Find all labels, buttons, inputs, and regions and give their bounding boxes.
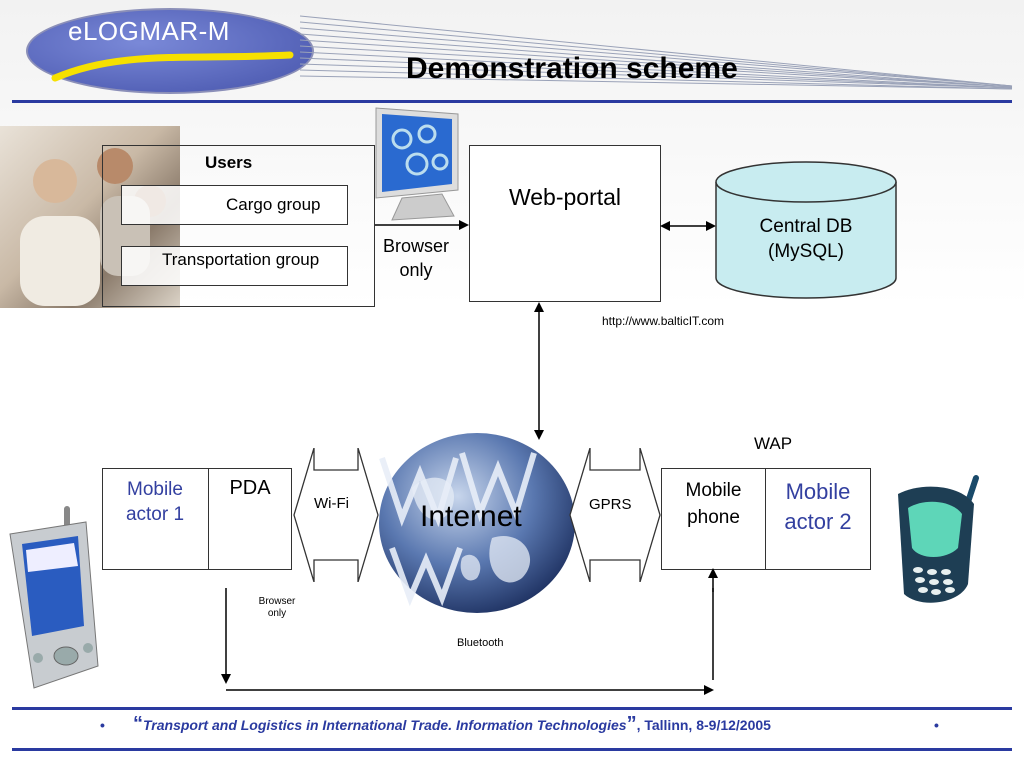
monitor-icon [375,107,459,221]
footer-quote-open: “ [133,713,143,735]
users-title: Users [205,153,253,172]
footer-rule-bottom [12,748,1012,751]
footer-bullet-right: • [934,717,939,733]
footer-text: “Transport and Logistics in Internationa… [133,713,771,736]
gprs-link-arrow [569,448,661,582]
browser-only-small-line2: only [267,608,287,619]
cargo-group-box [121,185,348,225]
actor1-line1: Mobile [127,479,183,500]
actor1-box [102,468,292,570]
logo-text: eLOGMAR-M [68,16,230,46]
footer-rule-top [12,707,1012,710]
logo [26,8,314,94]
browser-only-label: Browser only [378,234,454,282]
actor2-line1: Mobile [785,479,851,504]
central-db-icon [715,161,897,299]
actor2-label: Mobile actor 2 [766,477,870,537]
central-db-line1: Central DB [759,216,853,237]
internet-label: Internet [420,500,522,533]
phone-up-arrowhead [708,568,718,592]
web-portal-label: Web-portal [508,184,622,210]
users-box [102,145,375,307]
header-streaks [300,15,1013,90]
page-title: Demonstration scheme [406,52,738,85]
footer-location: , Tallinn, 8-9/12/2005 [636,717,771,733]
footer-quote-close: ” [626,713,637,735]
portal-url[interactable]: http://www.balticIT.com [602,314,725,328]
footer: • “Transport and Logistics in Internatio… [0,713,1024,743]
actor2-divider [765,468,766,570]
actor1-line2: actor 1 [125,504,185,525]
mobile-phone-label: Mobile phone [662,477,765,531]
logo-swoosh [51,51,294,82]
footer-bullet-left: • [100,717,105,733]
portal-db-arrow [660,221,716,231]
mobile-phone-line1: Mobile [685,480,742,501]
wifi-link-arrow [293,448,379,582]
browser-only-line1: Browser [382,236,449,256]
footer-quote-text: Transport and Logistics in International… [143,717,627,733]
browser-only-small-line1: Browser [258,596,296,607]
actor2-line2: actor 2 [784,509,852,534]
pda-label: PDA [229,477,271,499]
wifi-label: Wi-Fi [314,495,349,512]
actor1-label: Mobile actor 1 [104,477,206,527]
gprs-label: GPRS [589,496,632,513]
cargo-group-label: Cargo group [226,195,321,214]
pda-icon [9,506,99,689]
central-db-label: Central DB (MySQL) [714,214,898,264]
bluetooth-route [221,588,714,695]
actor2-box [661,468,871,570]
transportation-group-box [121,246,348,286]
central-db-line2: (MySQL) [768,241,844,262]
actor1-divider [208,468,209,570]
internet-globe-icon [379,433,575,613]
transportation-group-label: Transportation group [162,250,320,269]
mobile-phone-line2: phone [687,507,740,528]
users-to-portal-arrow [375,220,469,230]
browser-only-small: Browser only [250,596,304,620]
browser-only-line2: only [399,260,433,280]
bluetooth-label: Bluetooth [457,637,504,649]
wap-label: WAP [754,434,793,453]
mobile-phone-icon [898,475,979,603]
web-portal-box [469,145,661,302]
header-rule [12,100,1012,103]
portal-internet-arrow [534,302,544,440]
